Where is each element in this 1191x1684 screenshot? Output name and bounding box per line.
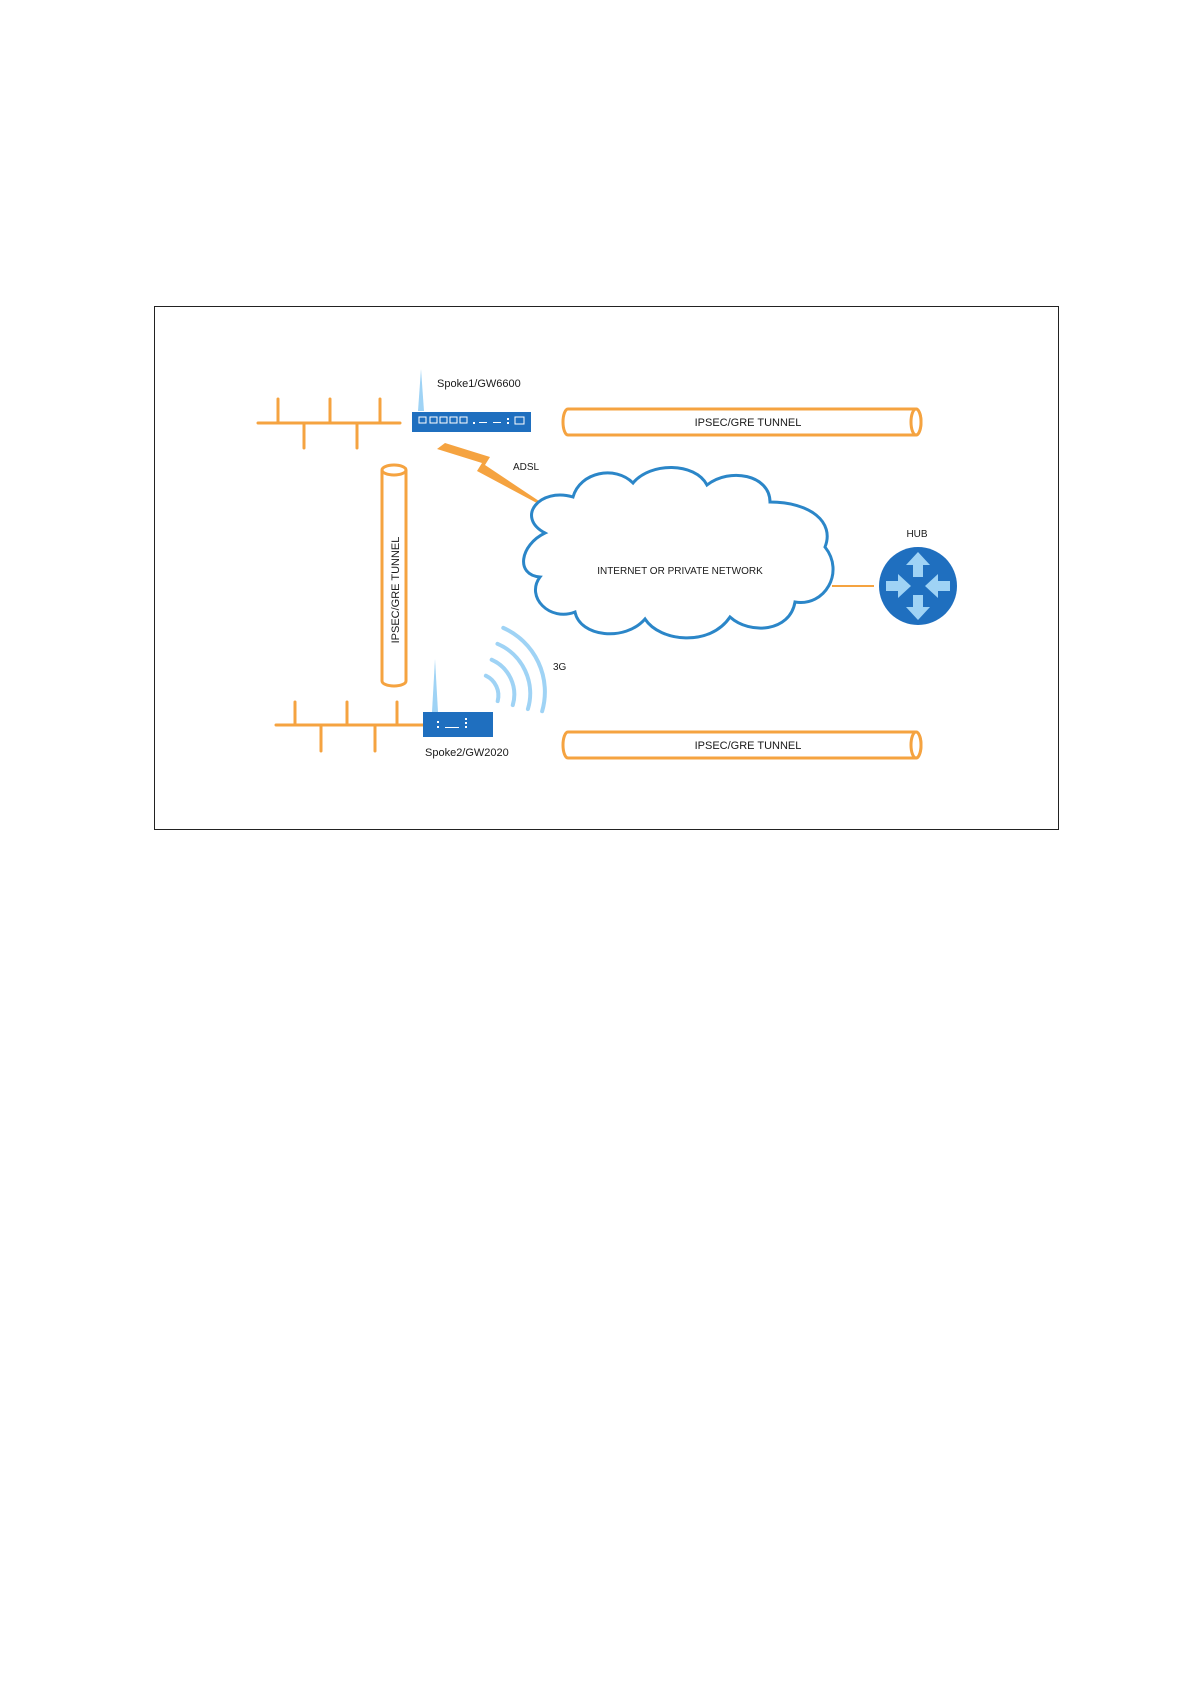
network-diagram: Spoke1/GW6600 ADSL IPSEC/GRE TUNNEL IPSE…	[154, 306, 1059, 830]
hub-label: HUB	[906, 529, 927, 540]
spoke2-label: Spoke2/GW2020	[425, 747, 509, 759]
vertical-tunnel-label: IPSEC/GRE TUNNEL	[390, 537, 402, 644]
lan-segment-spoke2	[276, 702, 423, 751]
lan-segment-spoke1	[258, 399, 400, 448]
diagram-canvas: Spoke1/GW6600 ADSL IPSEC/GRE TUNNEL IPSE…	[155, 307, 1060, 831]
spoke2-router-icon	[423, 659, 493, 737]
bottom-tunnel-label: IPSEC/GRE TUNNEL	[695, 740, 802, 752]
adsl-label: ADSL	[513, 462, 540, 473]
hub-router-icon	[879, 547, 957, 625]
top-tunnel-label: IPSEC/GRE TUNNEL	[695, 417, 802, 429]
internet-cloud-icon	[524, 467, 833, 637]
wireless-3g-signal-icon	[486, 621, 558, 712]
cloud-label: INTERNET OR PRIVATE NETWORK	[597, 566, 763, 577]
g3-label: 3G	[553, 662, 567, 673]
spoke1-label: Spoke1/GW6600	[437, 378, 521, 390]
